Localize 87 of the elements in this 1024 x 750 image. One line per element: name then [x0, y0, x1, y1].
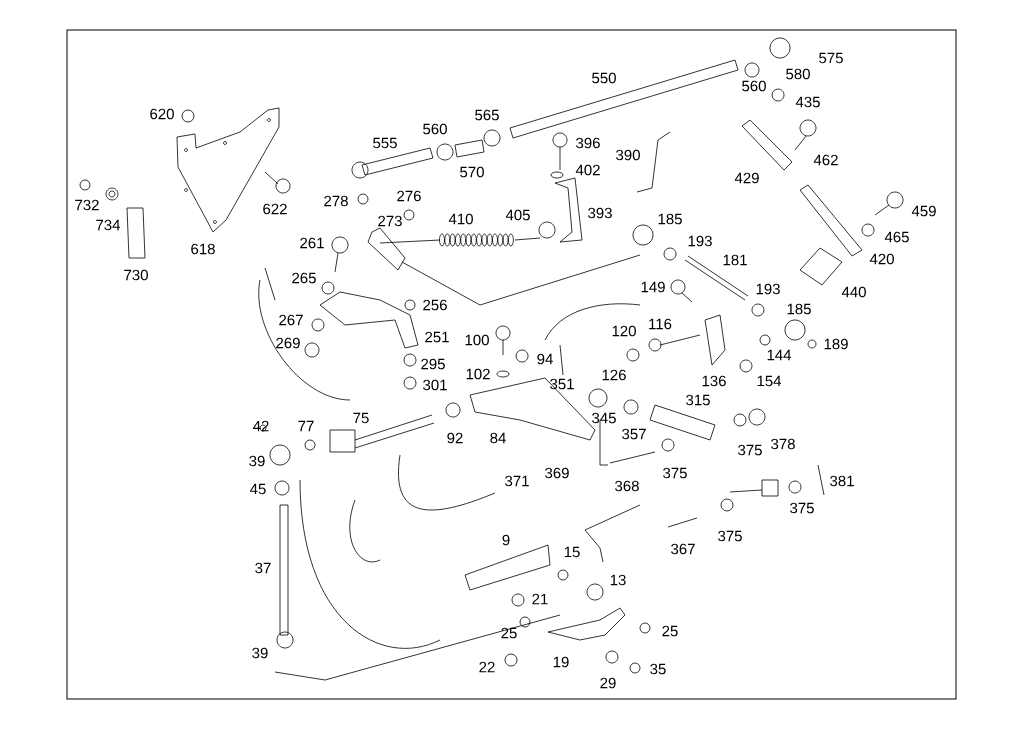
callout-number: 550 [592, 72, 616, 84]
callout-number: 315 [686, 394, 710, 406]
callout-number: 126 [602, 369, 626, 381]
callout-number: 575 [819, 52, 843, 64]
callout-number: 429 [734, 172, 759, 184]
callout-number: 560 [423, 123, 447, 135]
callout-number: 345 [592, 412, 616, 424]
callout-number: 256 [423, 299, 447, 311]
callout-number: 144 [767, 349, 792, 361]
callout-number: 92 [447, 432, 463, 444]
callout-number: 565 [475, 109, 499, 121]
callout-number: 35 [650, 663, 666, 675]
callout-number: 375 [663, 467, 687, 479]
callout-number: 276 [397, 190, 421, 202]
callout-number: 351 [550, 378, 574, 390]
callout-number: 21 [532, 593, 548, 605]
callout-number: 555 [373, 137, 397, 149]
callout-number: 45 [250, 483, 266, 495]
callout-number: 75 [353, 412, 369, 424]
callout-number: 13 [610, 574, 626, 586]
callout-number: 393 [588, 207, 612, 219]
callout-number: 265 [292, 272, 316, 284]
callout-number: 267 [279, 314, 303, 326]
callout-number: 730 [124, 269, 148, 281]
callout-number: 462 [813, 154, 838, 166]
callout-number: 193 [756, 283, 780, 295]
callout-number: 390 [616, 149, 640, 161]
callout-number: 396 [576, 137, 600, 149]
callout-number: 371 [505, 475, 529, 487]
callout-number: 378 [771, 438, 795, 450]
callout-number: 734 [96, 219, 121, 231]
callout-number: 94 [537, 353, 553, 365]
callout-number: 84 [490, 432, 506, 444]
callout-number: 301 [423, 379, 447, 391]
callout-number: 465 [884, 231, 909, 243]
callout-number: 261 [300, 237, 324, 249]
callout-number: 570 [460, 166, 484, 178]
callout-number: 368 [615, 480, 639, 492]
callout-number: 367 [671, 543, 695, 555]
callout-number: 22 [479, 661, 495, 673]
callout-number: 375 [790, 502, 814, 514]
callout-number: 39 [249, 455, 265, 467]
callout-number: 375 [718, 530, 742, 542]
callout-number: 77 [298, 420, 314, 432]
callout-number: 193 [688, 235, 712, 247]
callout-number: 100 [465, 334, 489, 346]
callout-number: 269 [276, 337, 300, 349]
callout-number: 19 [553, 656, 569, 668]
callout-number: 116 [649, 318, 672, 330]
callout-number: 181 [723, 254, 747, 266]
callout-number: 136 [702, 375, 726, 387]
callout-number: 37 [255, 562, 271, 574]
callout-number: 402 [575, 164, 600, 176]
callout-number: 120 [612, 325, 636, 337]
callout-number: 580 [786, 68, 810, 80]
callout-number: 189 [824, 338, 848, 350]
callout-number: 622 [263, 203, 287, 215]
callout-number: 459 [911, 205, 936, 217]
callout-number: 154 [757, 375, 782, 387]
callout-number: 251 [425, 331, 449, 343]
callout-number: 620 [150, 108, 174, 120]
callout-number: 102 [466, 368, 490, 380]
callout-number: 15 [564, 546, 580, 558]
callout-number: 369 [545, 467, 569, 479]
callout-number: 560 [742, 80, 766, 92]
callout-number: 25 [662, 625, 678, 637]
callout-number: 440 [841, 286, 866, 298]
callout-number: 273 [378, 215, 402, 227]
callout-number: 42 [253, 420, 269, 432]
callout-number: 420 [869, 253, 894, 265]
callout-number: 149 [641, 281, 665, 293]
callout-number: 618 [191, 243, 215, 255]
callout-number: 732 [75, 199, 99, 211]
callout-number: 185 [787, 303, 811, 315]
callout-number: 435 [795, 96, 820, 108]
callout-number: 295 [421, 358, 445, 370]
callout-number: 410 [448, 213, 473, 225]
callout-number: 25 [501, 627, 517, 639]
callout-number: 185 [658, 213, 682, 225]
callout-number: 375 [738, 444, 762, 456]
callout-number: 39 [252, 647, 268, 659]
callout-number: 29 [600, 677, 616, 689]
callout-number: 381 [830, 475, 854, 487]
callout-number: 405 [505, 209, 530, 221]
callout-number: 357 [622, 428, 646, 440]
callout-number: 278 [324, 195, 348, 207]
callout-number: 9 [502, 534, 510, 546]
